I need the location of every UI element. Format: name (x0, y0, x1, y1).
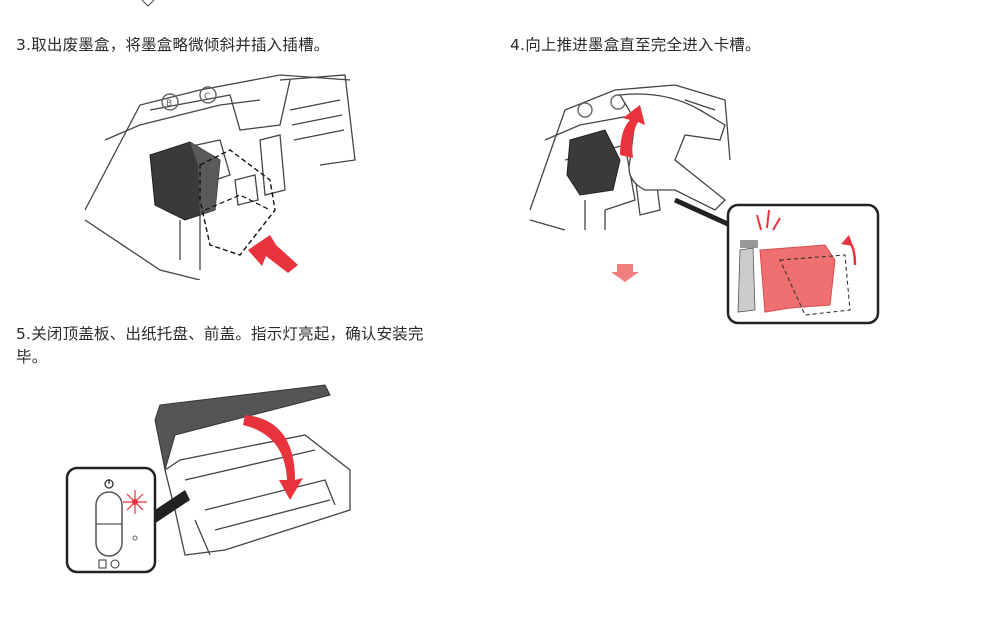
slot-c-label: C (204, 92, 210, 102)
zoom-detail-content (737, 209, 857, 316)
slot-c-circle (199, 86, 217, 104)
top-cover (154, 384, 331, 471)
slot-b-label: B (166, 99, 172, 109)
hand-icon (618, 93, 726, 211)
down-arrow-icon (611, 264, 639, 282)
step-5-illustration (65, 384, 351, 574)
step-4-instruction: 4.向上推进墨盒直至完全进入卡槽。 (510, 36, 761, 54)
status-light-icon (123, 490, 147, 514)
push-up-arrow-icon (620, 105, 645, 158)
step-3-illustration: B C (84, 74, 356, 280)
step-4-illustration (529, 84, 880, 325)
cartridge (566, 129, 621, 196)
previous-step-fragment (141, 0, 155, 7)
step-5-instruction: 5.关闭顶盖板、出纸托盘、前盖。指示灯亮起，确认安装完毕。 (16, 325, 424, 366)
step-3-instruction: 3.取出废墨盒，将墨盒略微倾斜并插入插槽。 (16, 36, 330, 54)
slot-b-circle (161, 93, 179, 111)
ink-icon (98, 559, 107, 569)
close-cover-arrow-icon (243, 415, 303, 500)
new-cartridge-outline (199, 149, 276, 256)
stop-icon (110, 559, 120, 569)
insert-arrow-icon (248, 235, 298, 273)
